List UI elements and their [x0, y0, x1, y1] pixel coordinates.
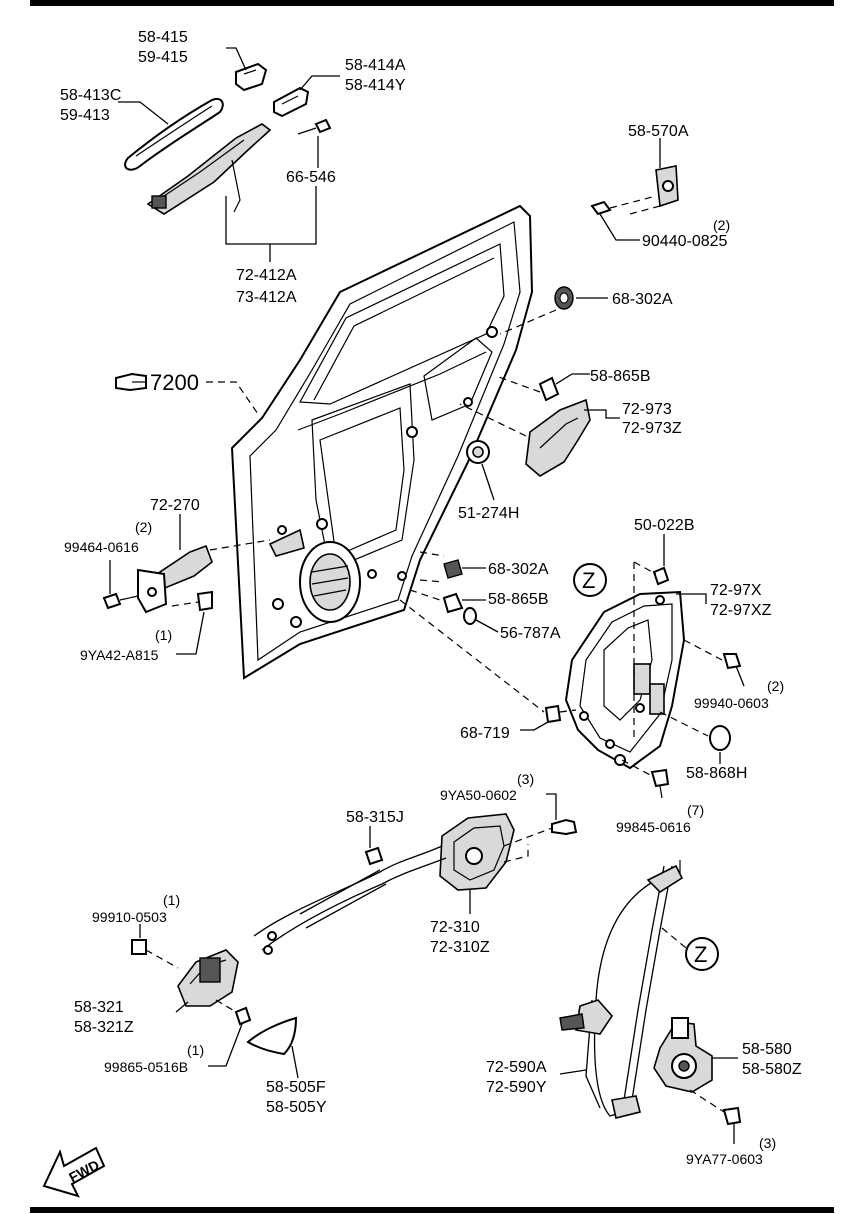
label-58-414Y: 58-414Y [345, 77, 406, 94]
door-check-58-570A [590, 165, 679, 216]
label-58-505Y: 58-505Y [266, 1099, 327, 1116]
label-58-580: 58-580 [742, 1041, 792, 1058]
label-99865-qty: (1) [187, 1042, 204, 1058]
door-check-72-270 [102, 539, 271, 614]
label-58-868H: 58-868H [686, 765, 747, 782]
grommet-68-302A-mid [443, 559, 463, 579]
zoom-marker-z-top: Z [573, 563, 607, 597]
door-panel [230, 204, 534, 680]
plug-58-868H [709, 725, 731, 751]
clip-58-865B-top [538, 376, 560, 402]
label-9YA50-qty: (3) [517, 771, 534, 787]
label-9YA42-A815: 9YA42-A815 [80, 647, 159, 663]
label-9YA42-qty: (1) [155, 627, 172, 643]
pointing-hand-icon [115, 372, 147, 392]
bracket-72-973 [525, 398, 591, 477]
label-68-719: 68-719 [460, 725, 510, 742]
clip-50-022B [652, 566, 670, 586]
label-58-865B-top: 58-865B [590, 368, 651, 385]
bottom-border [30, 1207, 834, 1213]
label-58-321: 58-321 [74, 999, 124, 1016]
clip-58-865B-mid [442, 592, 464, 614]
label-99865-0516B: 99865-0516B [104, 1059, 188, 1075]
cover-58-505F [246, 1016, 298, 1056]
label-68-302A-top: 68-302A [612, 291, 673, 308]
label-72-97XZ: 72-97XZ [710, 602, 772, 619]
label-90440-0825: 90440-0825 [642, 233, 728, 250]
label-58-413C: 58-413C [60, 87, 121, 104]
clip-68-719 [544, 704, 562, 724]
label-58-865B-mid: 58-865B [488, 591, 549, 608]
grommet-68-302A-top [554, 286, 574, 310]
handle-bracket [146, 123, 272, 215]
nut-99940-0603 [722, 653, 742, 670]
label-72-270: 72-270 [150, 497, 200, 514]
label-58-570A: 58-570A [628, 123, 689, 140]
svg-text:Z: Z [694, 942, 707, 967]
plug-56-787A [463, 607, 477, 625]
label-90440-qty: (2) [713, 217, 730, 233]
latch-cables [253, 845, 447, 955]
label-58-414A: 58-414A [345, 57, 406, 74]
label-51-274H: 51-274H [458, 505, 519, 522]
label-59-415: 59-415 [138, 49, 188, 66]
label-99464-0616: 99464-0616 [64, 539, 139, 555]
plug-51-274H [466, 440, 490, 464]
label-58-580Z: 58-580Z [742, 1061, 802, 1078]
label-99464-qty: (2) [135, 519, 152, 535]
label-58-321Z: 58-321Z [74, 1019, 134, 1036]
label-59-413: 59-413 [60, 107, 110, 124]
label-9YA77-0603: 9YA77-0603 [686, 1151, 763, 1167]
label-72-310: 72-310 [430, 919, 480, 936]
outer-handle-cover [235, 62, 268, 92]
label-99845-qty: (7) [687, 802, 704, 818]
label-99910-0503: 99910-0503 [92, 909, 167, 925]
window-motor-58-580 [653, 1017, 713, 1093]
label-99940-0603: 99940-0603 [694, 695, 769, 711]
bolt-9YA77-0603 [722, 1106, 742, 1126]
label-66-546: 66-546 [286, 169, 336, 186]
label-50-022B: 50-022B [634, 517, 695, 534]
top-border [30, 0, 834, 6]
label-72-310Z: 72-310Z [430, 939, 490, 956]
label-72-590Y: 72-590Y [486, 1079, 547, 1096]
label-99910-qty: (1) [163, 892, 180, 908]
screw-99865-0516B [234, 1006, 252, 1026]
label-9YA50-0602: 9YA50-0602 [440, 787, 517, 803]
cap-99910-0503 [131, 939, 147, 955]
label-72-973: 72-973 [622, 401, 672, 418]
label-56-787A: 56-787A [500, 625, 561, 642]
screw-66-546 [297, 118, 332, 135]
label-99845-0616: 99845-0616 [616, 819, 691, 835]
door-latch-72-310 [439, 813, 578, 891]
label-72-97X: 72-97X [710, 582, 762, 599]
module-carrier-72-97X [564, 590, 686, 770]
label-58-505F: 58-505F [266, 1079, 326, 1096]
handle-gasket [273, 86, 310, 118]
svg-text:Z: Z [582, 568, 595, 593]
label-9YA77-qty: (3) [759, 1135, 776, 1151]
label-73-412A: 73-412A [236, 289, 297, 306]
outer-handle [124, 98, 224, 171]
inner-handle-58-321 [177, 949, 239, 1007]
label-7200: 7200 [150, 370, 199, 395]
window-regulator-72-590A [559, 860, 684, 1119]
label-58-415: 58-415 [138, 29, 188, 46]
bolt-99845-0616 [650, 768, 670, 799]
cable-clip-58-315J [364, 846, 384, 866]
label-58-315J: 58-315J [346, 809, 404, 826]
label-72-590A: 72-590A [486, 1059, 547, 1076]
label-68-302A-mid: 68-302A [488, 561, 549, 578]
zoom-marker-z-bottom: Z [685, 937, 719, 971]
label-99940-qty: (2) [767, 678, 784, 694]
label-72-973Z: 72-973Z [622, 420, 682, 437]
forward-arrow-icon: FWD [42, 1146, 106, 1198]
label-72-412A: 72-412A [236, 267, 297, 284]
